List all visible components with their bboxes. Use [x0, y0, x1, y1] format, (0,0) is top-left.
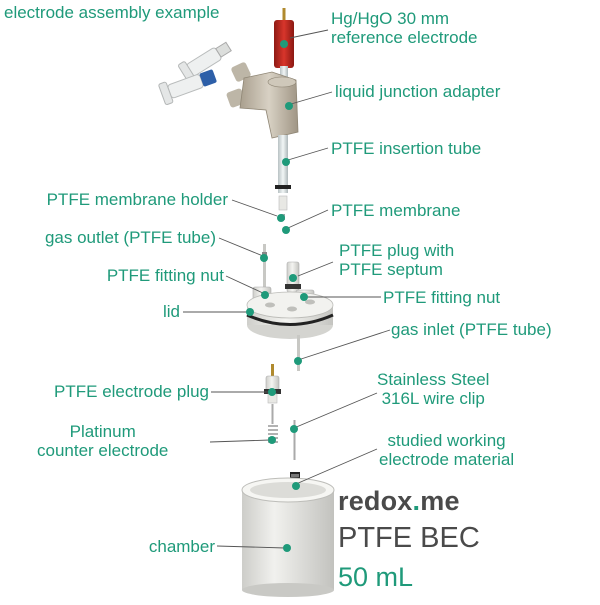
label-chamber: chamber	[148, 537, 215, 556]
dot-lid	[246, 308, 254, 316]
label-gas-inlet: gas inlet (PTFE tube)	[391, 320, 552, 339]
leader-working-electrode	[295, 448, 378, 485]
dot-adapter	[285, 102, 293, 110]
leader-plug-septum	[297, 261, 334, 277]
dot-gas-inlet	[294, 357, 302, 365]
liquid-junction-adapter	[239, 71, 299, 139]
diagram-title: electrode assembly example	[4, 3, 220, 22]
leader-membrane-holder	[231, 199, 278, 217]
label-plug-septum: PTFE plug with PTFE septum	[339, 241, 455, 279]
product-name: PTFE BEC	[338, 522, 480, 554]
label-fitting-nut-right: PTFE fitting nut	[383, 288, 501, 307]
label-wire-clip: Stainless Steel 316L wire clip	[377, 370, 490, 408]
dot-wire-clip	[290, 425, 298, 433]
chamber-body	[241, 477, 335, 597]
leader-gas-outlet	[218, 237, 264, 257]
dot-plug-septum	[289, 274, 297, 282]
label-counter-electrode: Platinum counter electrode	[37, 422, 169, 460]
gas-inlet-tube	[297, 335, 300, 371]
label-insertion-tube: PTFE insertion tube	[331, 139, 482, 158]
dot-working-electrode	[292, 482, 300, 490]
label-membrane: PTFE membrane	[331, 201, 461, 220]
dot-counter-electrode	[268, 436, 276, 444]
label-membrane-holder: PTFE membrane holder	[46, 190, 228, 209]
leader-gas-inlet	[297, 329, 391, 361]
dot-gas-outlet	[260, 254, 268, 262]
leader-lines	[183, 29, 391, 549]
dot-insertion-tube	[282, 158, 290, 166]
leader-membrane	[287, 209, 329, 229]
leader-chamber	[216, 545, 286, 549]
callout-dots	[246, 40, 308, 552]
dot-electrode-plug	[268, 388, 276, 396]
leader-fitting-nut-left	[225, 275, 266, 295]
leader-adapter	[290, 91, 333, 105]
label-electrode-plug: PTFE electrode plug	[54, 382, 209, 401]
dot-fitting-nut-left	[261, 291, 269, 299]
leader-wire-clip	[293, 392, 378, 429]
label-fitting-nut-left: PTFE fitting nut	[106, 266, 224, 285]
dot-chamber	[283, 544, 291, 552]
product-volume: 50 mL	[338, 562, 414, 592]
dot-membrane-holder	[277, 214, 285, 222]
dot-reference	[280, 40, 288, 48]
dot-fitting-nut-right	[300, 293, 308, 301]
dot-membrane	[282, 226, 290, 234]
insertion-tube	[275, 135, 291, 220]
label-working-electrode: studied working electrode material	[379, 431, 515, 469]
leader-insertion-tube	[287, 147, 329, 161]
leader-reference	[289, 29, 329, 39]
counter-electrode	[264, 364, 281, 443]
label-lid: lid	[162, 302, 180, 321]
label-gas-outlet: gas outlet (PTFE tube)	[44, 228, 216, 247]
lid-assembly	[246, 244, 334, 339]
brand-logo: redox.me	[338, 486, 460, 516]
syringe-fittings	[158, 41, 251, 108]
label-reference-electrode: Hg/HgO 30 mm reference electrode	[331, 9, 478, 47]
label-liquid-junction-adapter: liquid junction adapter	[335, 82, 501, 101]
leader-counter-electrode	[209, 439, 271, 443]
